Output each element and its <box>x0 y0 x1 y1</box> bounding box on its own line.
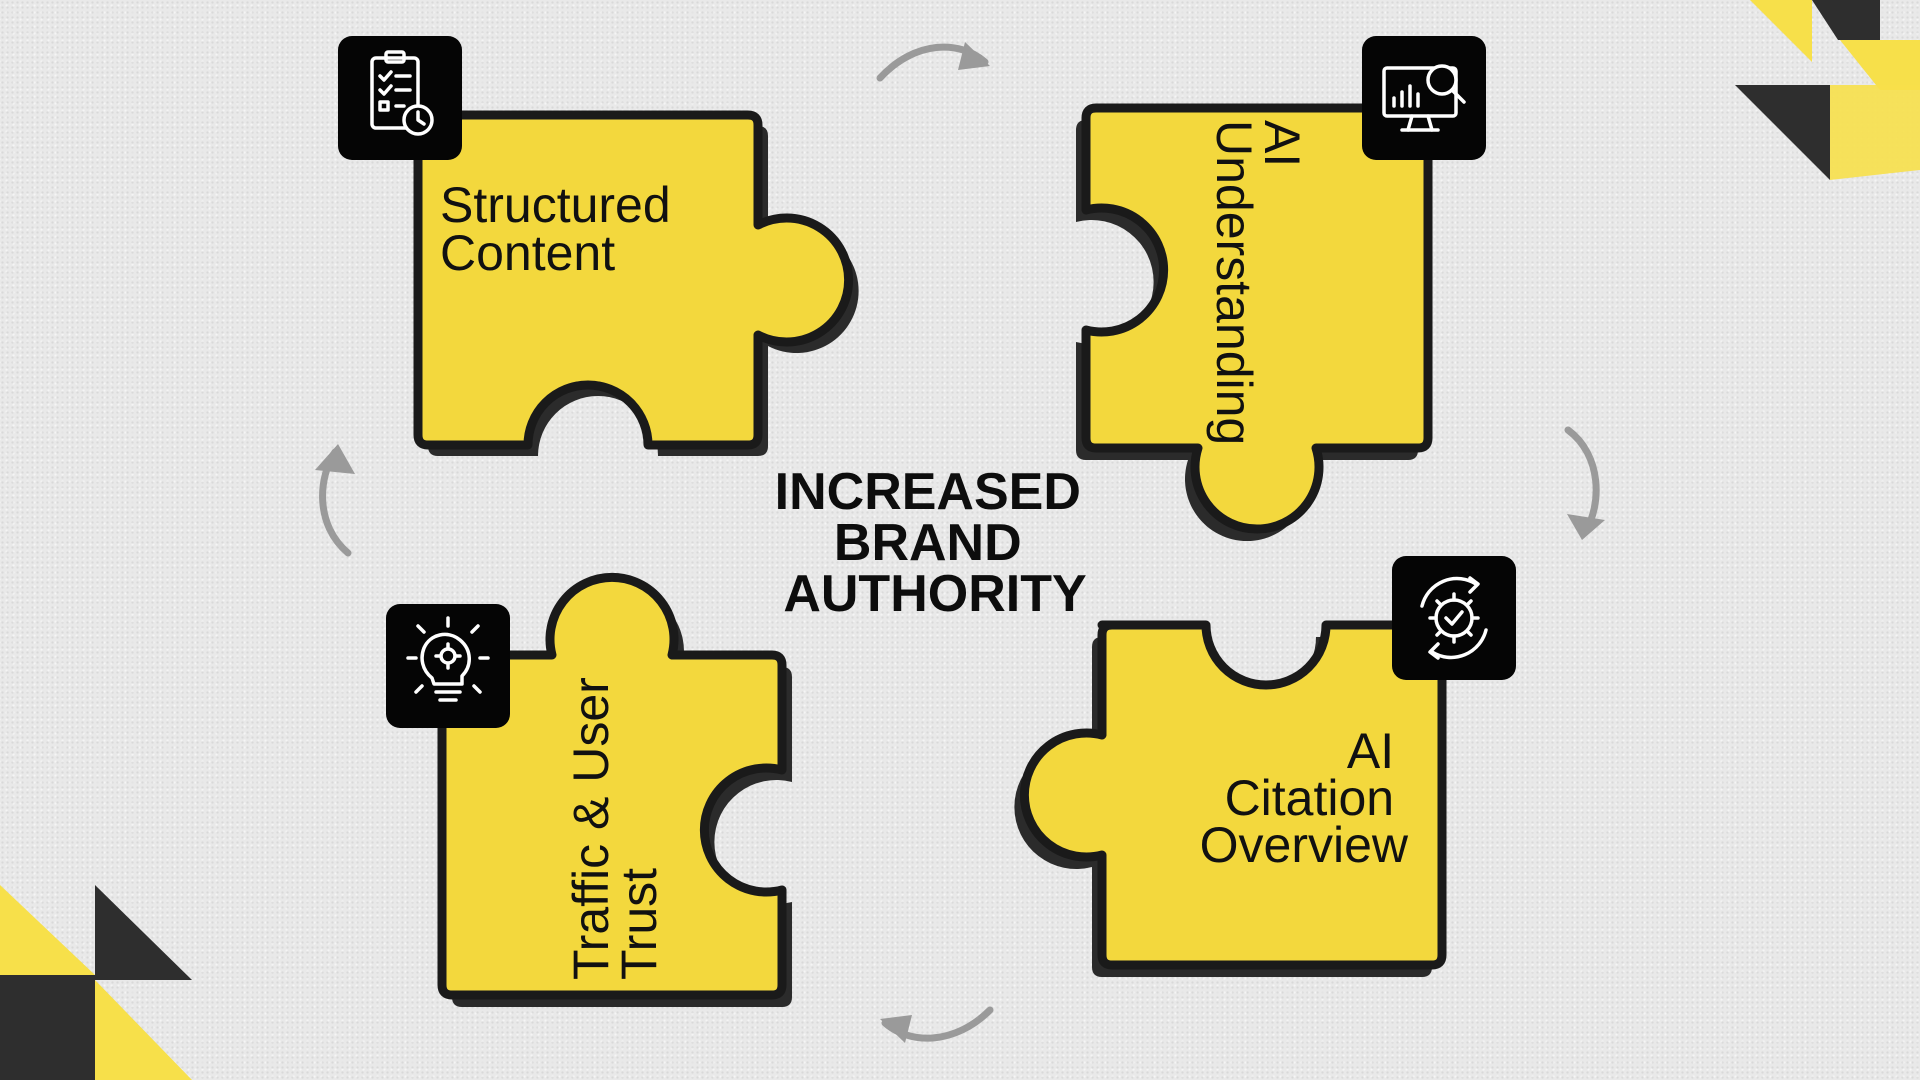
bottom-left-corner-decoration <box>0 885 192 1080</box>
center-title: INCREASED BRAND AUTHORITY <box>775 463 1096 623</box>
arrow-top <box>876 42 990 82</box>
arrow-bottom <box>880 1006 994 1043</box>
top-right-corner-decoration <box>1735 0 1920 180</box>
monitor-chart-search-icon <box>1362 36 1486 160</box>
arrow-right <box>1564 426 1605 540</box>
piece-label-traffic-user-trust: Traffic & User Trust <box>563 663 667 980</box>
piece-label-structured-content: Structured Content <box>440 177 685 281</box>
arrow-left <box>315 444 355 557</box>
puzzle-piece-ai-citation-overview: AI Citation Overview <box>1014 620 1447 977</box>
lightbulb-gear-icon <box>386 604 510 728</box>
puzzle-piece-traffic-user-trust: Traffic & User Trust <box>437 572 792 1007</box>
gear-check-cycle-icon <box>1392 556 1516 680</box>
piece-label-ai-citation-overview: AI Citation Overview <box>1200 723 1409 873</box>
puzzle-piece-ai-understanding: AI Understanding <box>1076 103 1433 542</box>
puzzle-piece-structured-content: Structured Content <box>413 110 859 456</box>
checklist-clock-icon <box>338 36 462 160</box>
piece-label-ai-understanding: AI Understanding <box>1206 120 1310 445</box>
